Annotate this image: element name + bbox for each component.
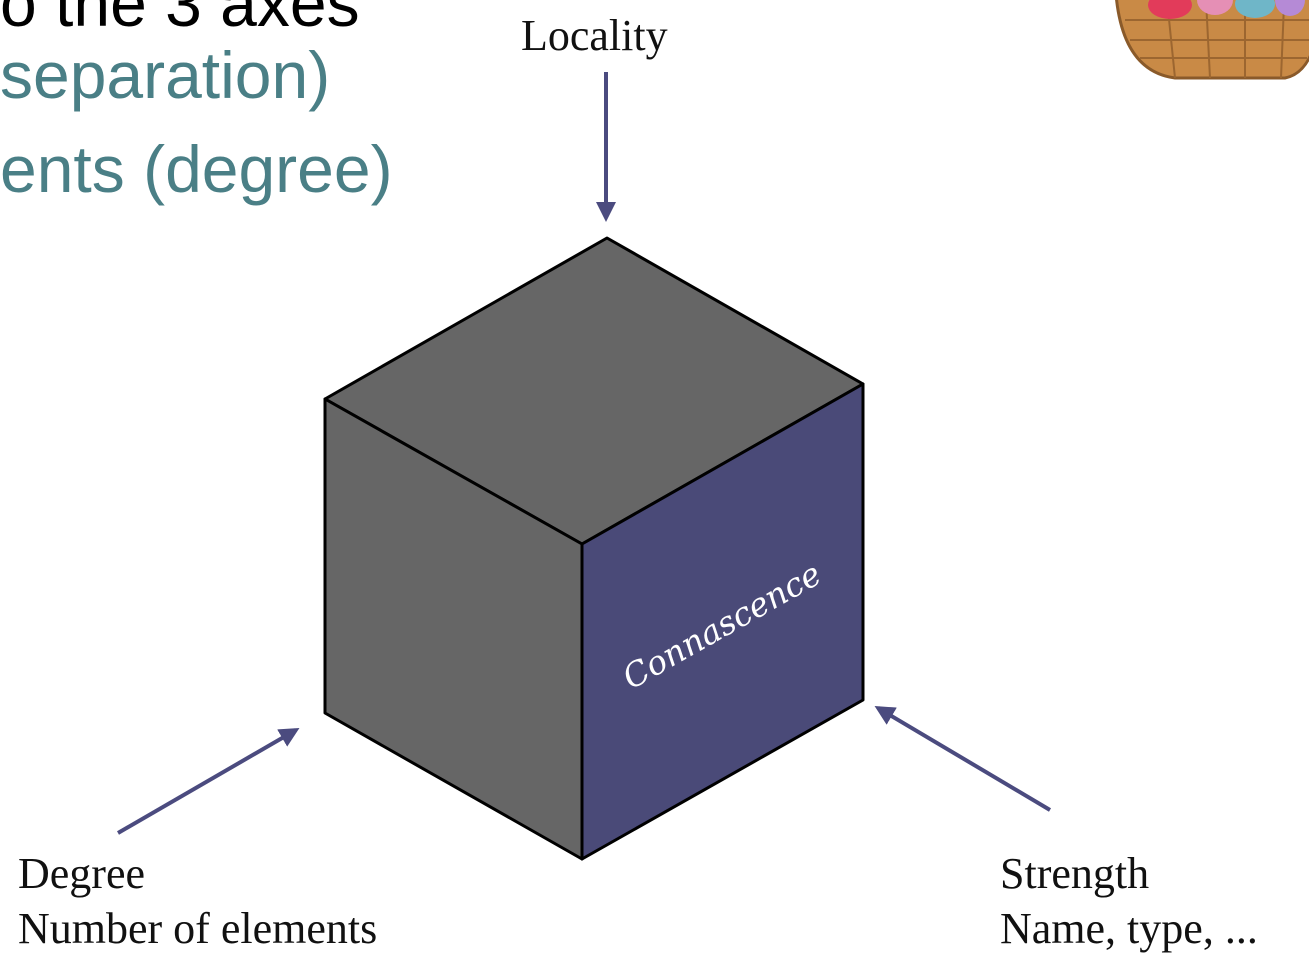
locality-label: Locality <box>521 11 668 60</box>
bullet-line-degree: ents (degree) <box>0 132 393 206</box>
degree-label: Degree Number of elements <box>18 846 377 956</box>
degree-subtitle: Number of elements <box>18 904 378 953</box>
strength-title: Strength <box>1000 849 1150 898</box>
strength-arrow <box>874 705 1052 812</box>
basket-icon <box>1115 0 1309 80</box>
strength-label: Strength Name, type, ... <box>1000 846 1258 956</box>
cube-right-face <box>580 382 865 861</box>
bullet-line-separation: separation) <box>0 38 331 112</box>
bullet-heading-fragment: o the 3 axes <box>0 0 360 40</box>
strength-subtitle: Name, type, ... <box>1000 904 1258 953</box>
degree-arrow <box>116 727 300 835</box>
degree-title: Degree <box>18 849 146 898</box>
